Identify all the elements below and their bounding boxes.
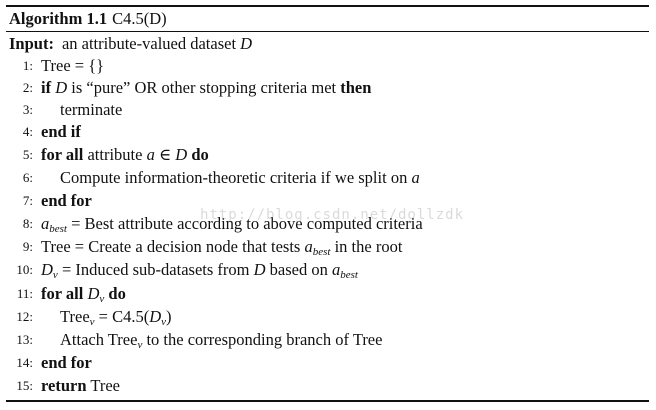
subscript-best: best [312, 246, 331, 258]
top-rule [6, 5, 649, 7]
var-d: D [41, 260, 53, 279]
line-text: attribute [87, 145, 143, 164]
line-code: for all Dv do [41, 283, 126, 305]
line-number: 9: [22, 239, 33, 254]
line-text: Tree = {} [41, 56, 105, 75]
watermark-url: http://blog.csdn.net/dollzdk [200, 207, 465, 223]
keyword-end-for: end for [41, 353, 92, 372]
line-number: 3: [22, 102, 33, 117]
keyword-for-all: for all [41, 145, 84, 164]
subscript-v: v [99, 293, 105, 305]
keyword-do: do [108, 284, 126, 303]
line-number: 5: [22, 147, 33, 162]
line-number: 10: [16, 262, 33, 277]
subscript-best: best [340, 269, 358, 281]
line-number: 11: [16, 286, 33, 301]
var-d: D [253, 260, 266, 279]
line-text: Tree = Create a decision node that tests [41, 237, 301, 256]
line-text: based on [269, 260, 328, 279]
line-code: end if [41, 121, 81, 143]
line-text: in the root [334, 237, 403, 256]
line-code: Tree = {} [41, 55, 104, 77]
line-number: 15: [16, 378, 33, 393]
var-d: D [55, 78, 68, 97]
subscript-v: v [52, 269, 58, 281]
keyword-for-all: for all [41, 284, 84, 303]
line-number: 1: [22, 58, 33, 73]
var-a: a [146, 145, 155, 164]
line-code: Treev = C4.5(Dv) [60, 306, 172, 328]
line-text: = C4.5( [98, 307, 150, 326]
line-text: Compute information-theoretic criteria i… [60, 168, 408, 187]
line-text: Tree [60, 307, 90, 326]
line-number: 13: [16, 332, 33, 347]
var-d: D [87, 284, 100, 303]
keyword-return: return [41, 376, 87, 395]
caption-rule [6, 31, 649, 32]
line-number: 8: [22, 216, 33, 231]
input-text: an attribute-valued dataset [61, 34, 237, 53]
bottom-rule [6, 400, 649, 402]
element-of-symbol: ∈ [158, 145, 172, 164]
line-code: if D is “pure” OR other stopping criteri… [41, 77, 371, 99]
line-number: 2: [22, 80, 33, 95]
var-d: D [175, 145, 188, 164]
line-text: ) [166, 307, 172, 326]
keyword-if: if [41, 78, 52, 97]
line-code: return Tree [41, 375, 120, 397]
input-var: D [240, 34, 253, 53]
line-code: terminate [60, 99, 122, 121]
line-code: Tree = Create a decision node that tests… [41, 236, 402, 258]
line-number: 14: [16, 355, 33, 370]
line-code: Attach Treev to the corresponding branch… [60, 329, 382, 351]
subscript-best: best [49, 223, 67, 235]
var-a: a [411, 168, 420, 187]
var-d: D [149, 307, 162, 326]
line-code: end for [41, 190, 92, 212]
line-text: terminate [60, 100, 123, 119]
algorithm-title: C4.5(D) [112, 9, 167, 28]
subscript-v: v [161, 316, 167, 328]
line-text: = Induced sub-datasets from [61, 260, 250, 279]
line-number: 4: [22, 124, 33, 139]
keyword-do: do [191, 145, 209, 164]
line-number: 12: [16, 309, 33, 324]
line-code: Compute information-theoretic criteria i… [60, 167, 420, 189]
input-keyword: Input: [9, 34, 54, 53]
line-text: Attach Tree [60, 330, 138, 349]
line-text: to the corresponding branch of Tree [146, 330, 383, 349]
line-code: Dv = Induced sub-datasets from D based o… [41, 259, 358, 281]
keyword-then: then [340, 78, 372, 97]
keyword-end-for: end for [41, 191, 92, 210]
subscript-v: v [137, 339, 143, 351]
var-a: a [331, 260, 341, 279]
var-a: a [41, 214, 50, 233]
line-number: 6: [22, 170, 33, 185]
subscript-v: v [89, 316, 95, 328]
input-line: Input: an attribute-valued dataset D [9, 33, 252, 55]
line-text: Tree [90, 376, 120, 395]
line-text: is “pure” OR other stopping criteria met [71, 78, 337, 97]
keyword-end-if: end if [41, 122, 81, 141]
line-number: 7: [22, 193, 33, 208]
line-code: for all attribute a ∈ D do [41, 144, 209, 166]
var-a: a [304, 237, 313, 256]
line-code: end for [41, 352, 92, 374]
algorithm-label: Algorithm 1.1 [9, 9, 108, 28]
line-text: = Best attribute according to above comp… [71, 214, 423, 233]
line-code: abest = Best attribute according to abov… [41, 213, 423, 235]
